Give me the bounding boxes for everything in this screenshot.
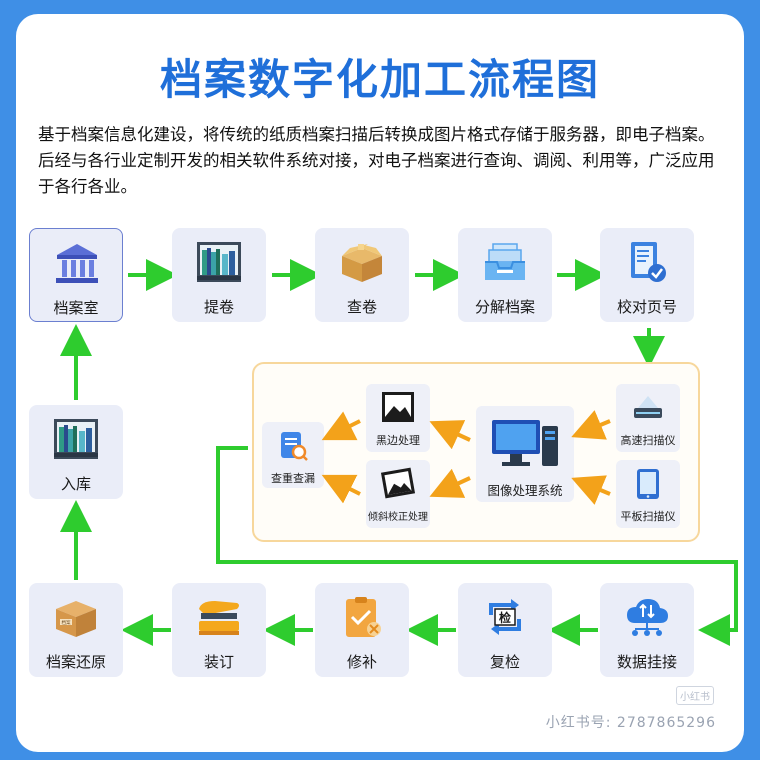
step-label: 数据挂接	[616, 653, 677, 671]
step-check-volume: 查卷	[315, 228, 409, 322]
arrow-deskew-to-dupcheck	[321, 474, 361, 504]
image-icon	[382, 392, 414, 422]
panel-image-system: 图像处理系统	[476, 406, 574, 502]
step-page-check: 校对页号	[600, 228, 694, 322]
arrow-hs-to-system	[571, 410, 611, 440]
open-box-icon	[342, 244, 382, 282]
step-repair: 修补	[315, 583, 409, 677]
arrow-flat-to-system	[571, 475, 611, 505]
intro-text: 基于档案信息化建设，将传统的纸质档案扫描后转换成图片格式存储于服务器，即电子档案…	[38, 125, 715, 196]
panel-label: 黑边处理	[376, 434, 420, 447]
step-label: 档案还原	[45, 653, 106, 671]
step-label: 档案室	[53, 299, 99, 317]
cloud-sync-icon	[627, 599, 668, 636]
step-data-link: 数据挂接	[600, 583, 694, 677]
panel-label: 图像处理系统	[487, 483, 563, 498]
panel-dup-check: 查重查漏	[262, 422, 324, 488]
recheck-icon-char: 检	[499, 610, 511, 625]
clipboard-repair-icon	[346, 597, 381, 637]
stapler-icon	[199, 601, 239, 635]
inspect-refresh-icon: 检	[489, 599, 521, 635]
scanner-icon	[634, 396, 662, 418]
arrow-panel-datalink	[216, 446, 738, 646]
panel-hs-scanner: 高速扫描仪	[616, 384, 680, 452]
panel-flat-scanner: 平板扫描仪	[616, 460, 680, 528]
cardboard-box-icon: 档案	[56, 601, 96, 637]
step-label: 校对页号	[616, 298, 677, 316]
panel-label: 高速扫描仪	[620, 434, 676, 447]
panel-label: 倾斜校正处理	[368, 512, 428, 523]
bank-building-icon	[56, 244, 98, 283]
step-label: 分解档案	[474, 298, 535, 316]
step-split: 分解档案	[458, 228, 552, 322]
step-label: 复检	[489, 653, 520, 671]
bookshelf-icon	[197, 242, 241, 282]
skewed-image-icon	[380, 467, 416, 499]
step-label: 入库	[60, 475, 91, 493]
step-label: 提卷	[203, 298, 234, 316]
tablet-icon	[637, 469, 659, 499]
panel-deskew: 倾斜校正处理	[366, 460, 430, 528]
step-label: 装订	[203, 653, 234, 671]
document-search-icon	[281, 432, 308, 461]
step-storage: 入库	[29, 405, 123, 499]
step-binding: 装订	[172, 583, 266, 677]
page-title: 档案数字化加工流程图	[159, 55, 600, 104]
panel-label: 平板扫描仪	[620, 510, 676, 523]
bookshelf-icon	[54, 419, 98, 459]
arrow-system-to-blackedge	[429, 420, 471, 450]
restore-icon-char: 档案	[62, 619, 71, 626]
panel-label: 查重查漏	[271, 472, 315, 485]
arrow-system-to-deskew	[429, 468, 471, 498]
arrow-blackedge-to-dupcheck	[321, 411, 361, 441]
inbox-tray-icon	[485, 243, 525, 280]
watermark-text: 小红书号: 2787865296	[545, 715, 716, 731]
watermark-badge: 小红书	[676, 686, 714, 705]
step-label: 修补	[346, 653, 377, 671]
step-retrieve: 提卷	[172, 228, 266, 322]
step-label: 查卷	[346, 298, 377, 316]
computer-icon	[492, 420, 558, 466]
step-archive-room: 档案室	[29, 228, 123, 322]
document-check-icon	[631, 242, 666, 282]
step-restore: 档案 档案还原	[29, 583, 123, 677]
panel-black-edge: 黑边处理	[366, 384, 430, 452]
step-recheck: 检 复检	[458, 583, 552, 677]
